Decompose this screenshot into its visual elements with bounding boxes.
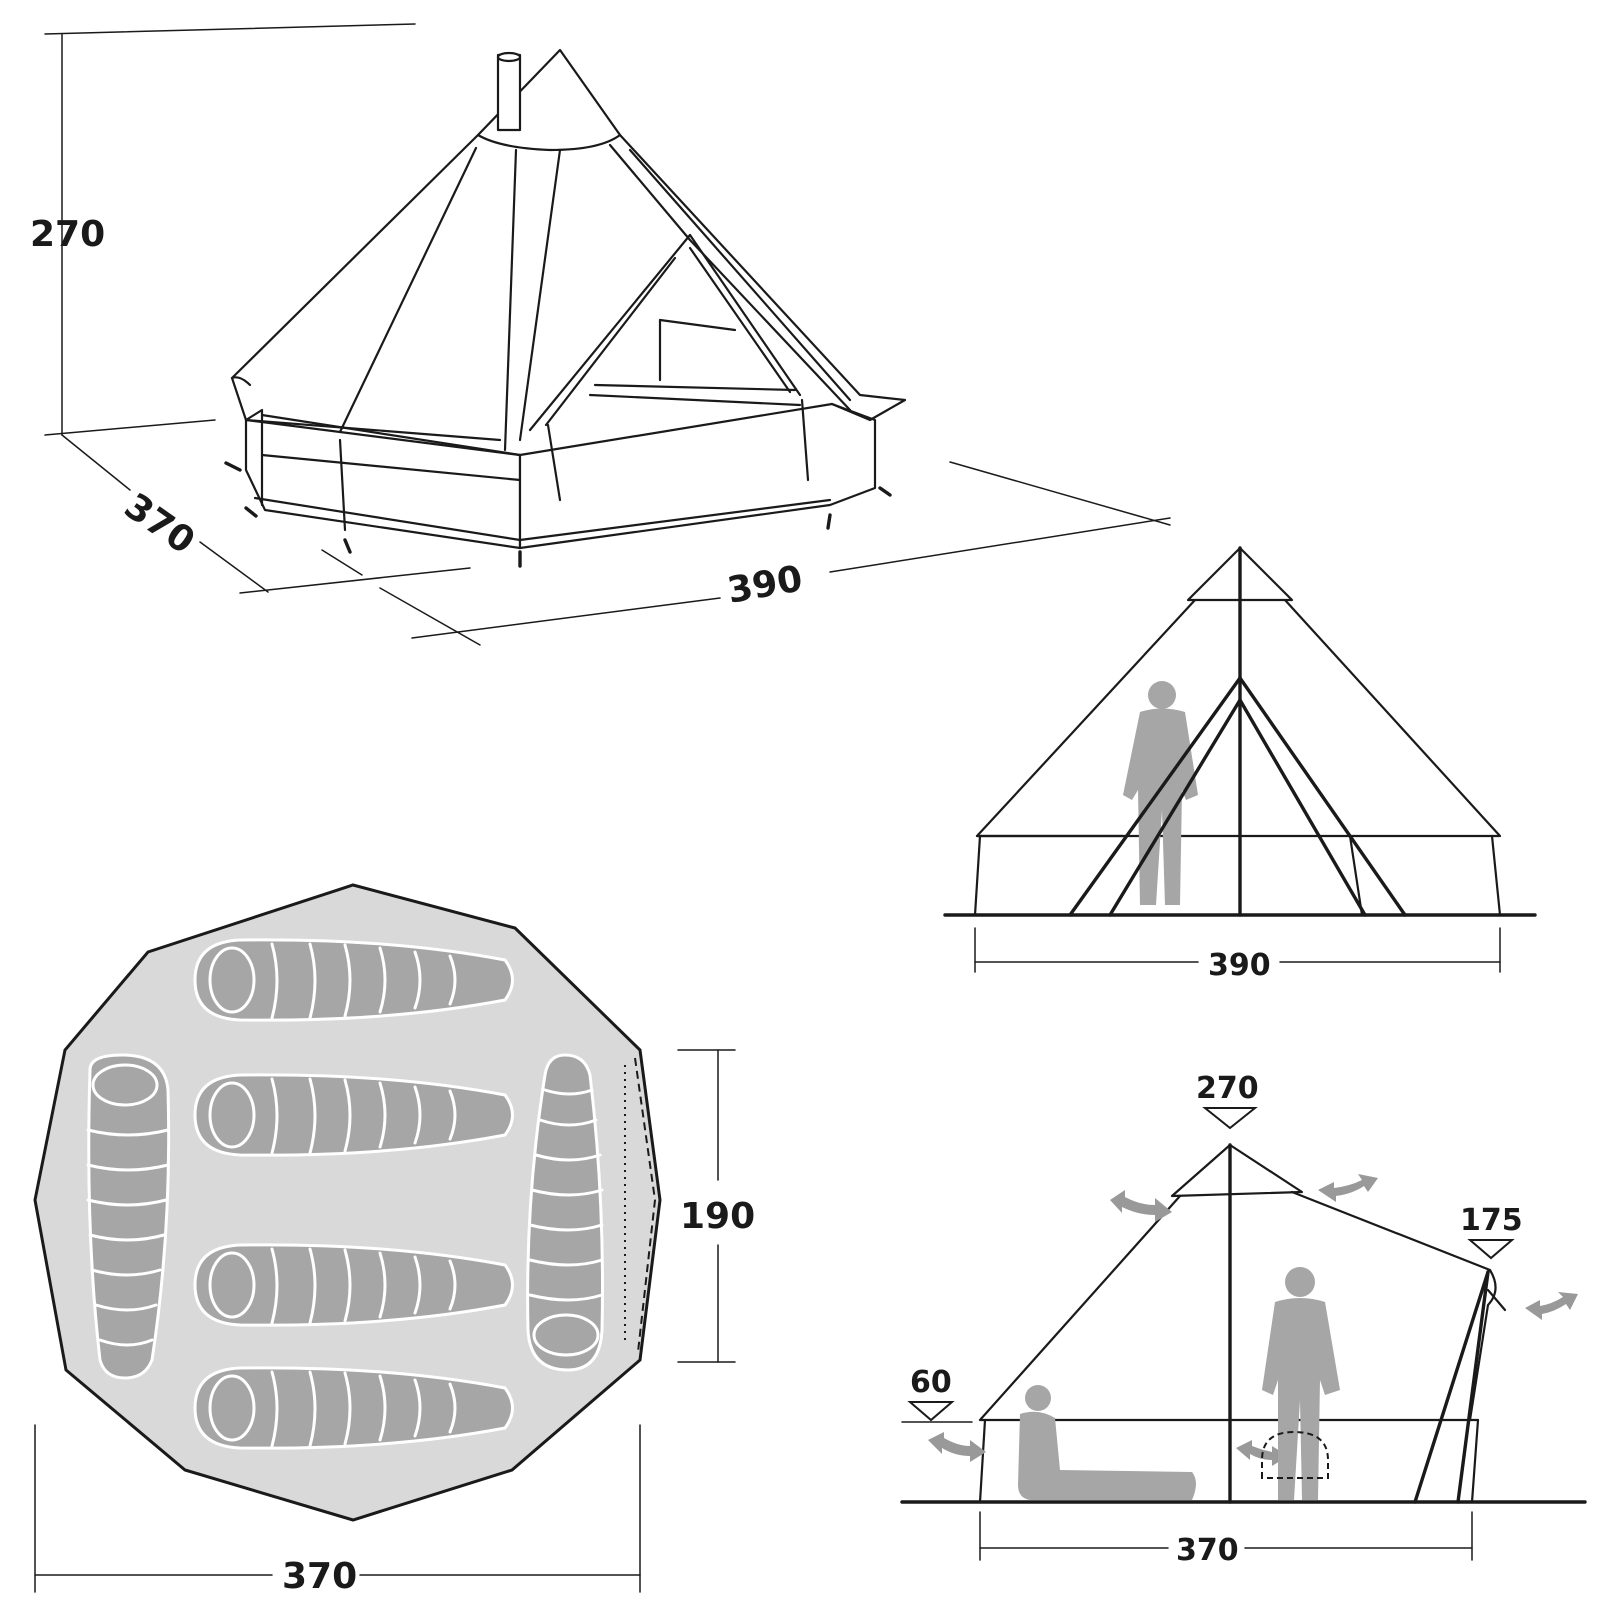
sleeping-bag — [86, 1053, 171, 1380]
floor-width-label: 370 — [282, 1556, 357, 1597]
side-peak-height-label: 270 — [1196, 1071, 1259, 1106]
vent-arrow-icon — [1525, 1292, 1578, 1320]
sleeping-bag — [193, 1243, 514, 1327]
front-width-label: 390 — [1208, 948, 1271, 983]
front-person-figure — [1123, 681, 1198, 905]
sleeping-bag — [193, 938, 514, 1022]
sleeping-bag — [193, 1366, 514, 1450]
iso-tent — [224, 48, 907, 568]
stove-outline — [1261, 1430, 1329, 1479]
vent-arrow-icon — [1318, 1174, 1378, 1202]
sleeping-bag — [193, 1073, 514, 1157]
front-view: 390 — [943, 546, 1537, 983]
floor-outline — [33, 883, 662, 1522]
side-standing-person-figure — [1262, 1267, 1340, 1500]
wall-height-marker — [907, 1401, 955, 1422]
vent-arrow-icon — [928, 1432, 986, 1462]
side-door-height-label: 175 — [1460, 1203, 1523, 1238]
side-view: 270 175 60 — [900, 1071, 1587, 1568]
iso-width-label: 390 — [724, 558, 805, 611]
iso-dimension-lines — [44, 23, 1171, 646]
side-seated-person-figure — [1018, 1385, 1196, 1500]
side-width-label: 370 — [1176, 1533, 1239, 1568]
iso-height-label: 270 — [30, 214, 105, 255]
vent-arrow-icon — [1110, 1190, 1172, 1222]
floor-plan: 190 370 — [33, 883, 755, 1597]
side-wall-height-label: 60 — [910, 1365, 952, 1400]
iso-depth-label: 370 — [117, 486, 202, 563]
sleeping-bag — [526, 1053, 604, 1372]
floor-depth-label: 190 — [680, 1196, 755, 1237]
peak-height-marker — [1202, 1107, 1258, 1130]
isometric-view: 270 370 390 — [30, 23, 1171, 646]
door-height-marker — [1467, 1239, 1515, 1260]
